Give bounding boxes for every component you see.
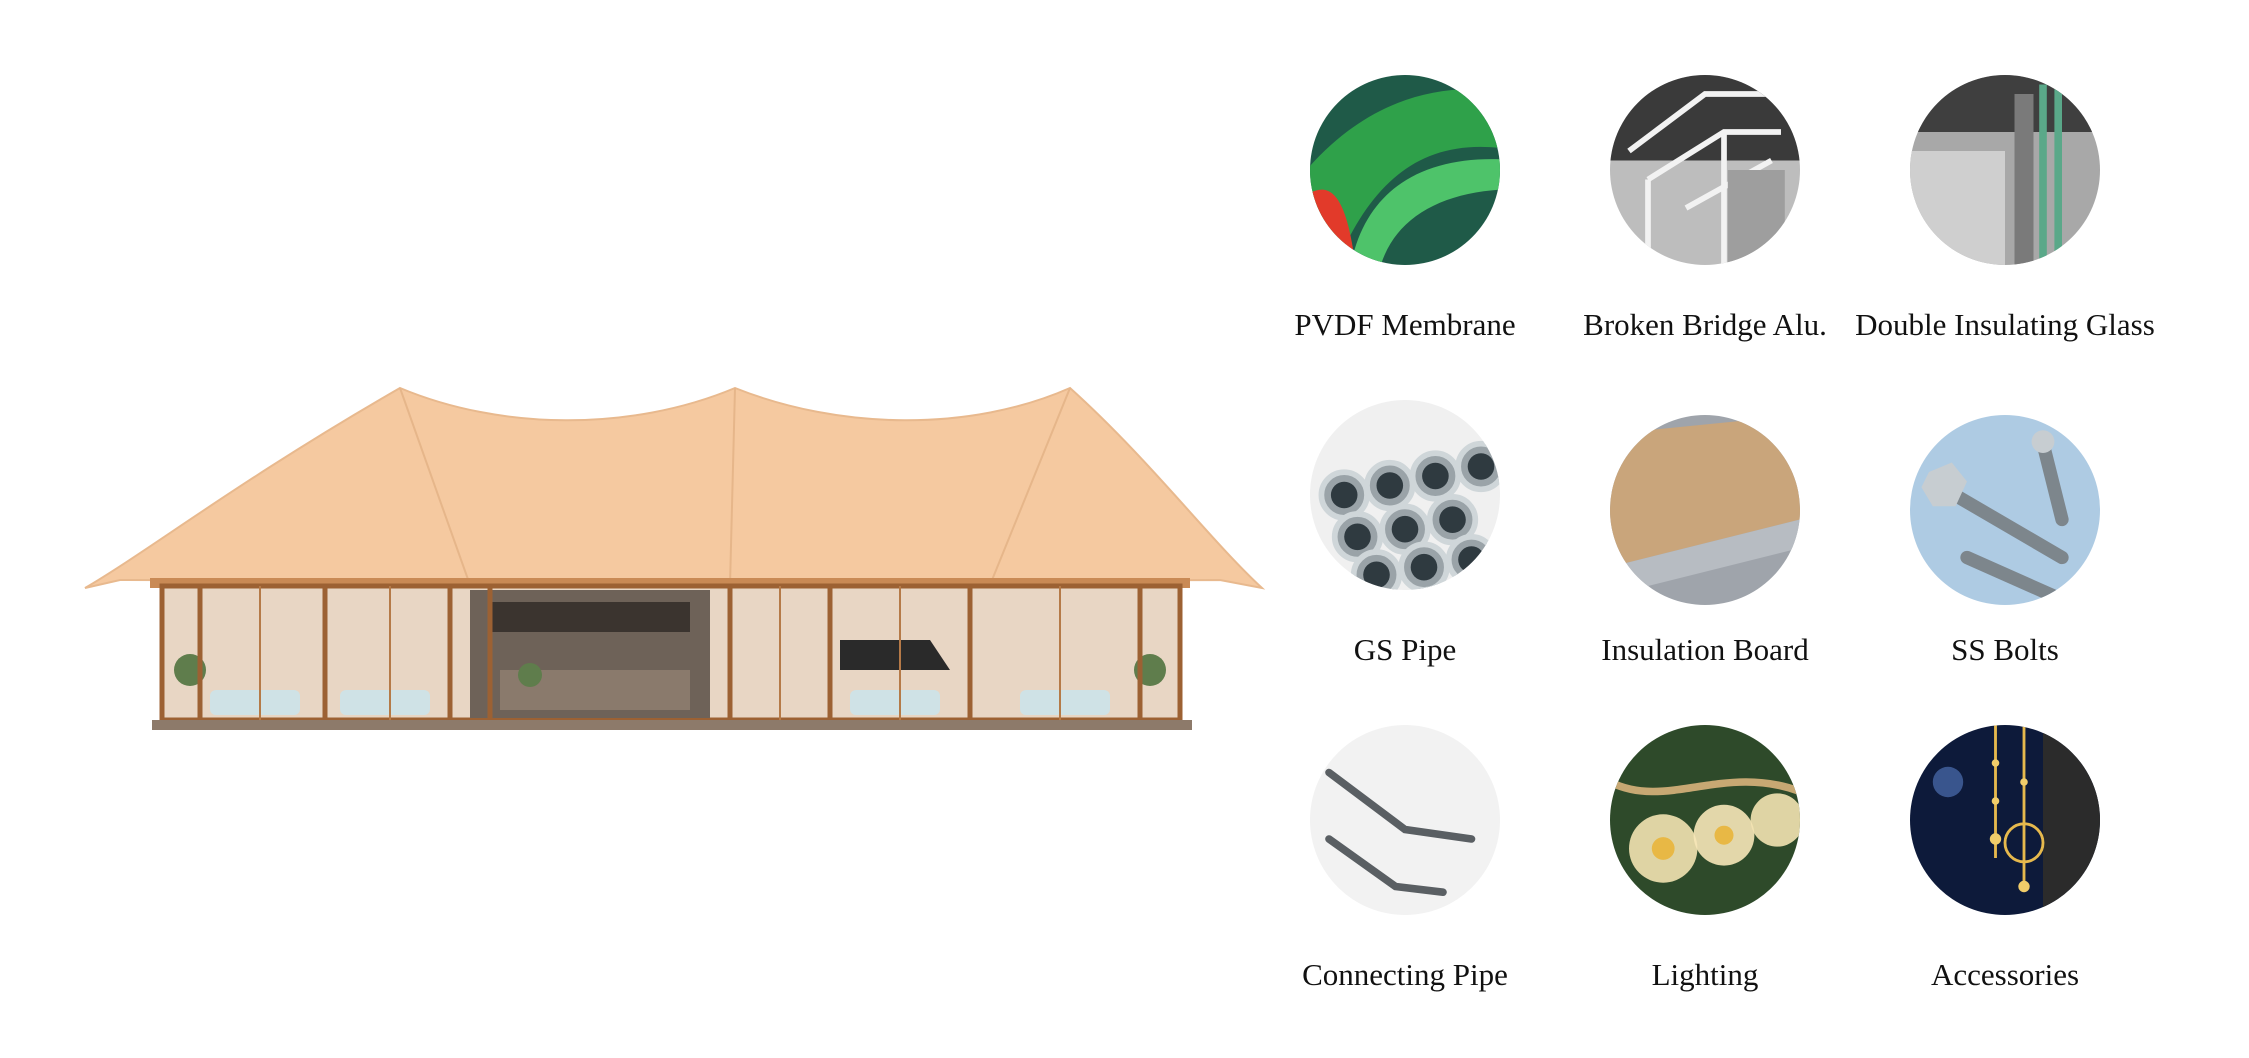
material-label: Connecting Pipe — [1302, 957, 1508, 992]
material-label: GS Pipe — [1353, 632, 1457, 667]
material-label: Insulation Board — [1601, 632, 1809, 667]
material-label: Double Insulating Glass — [1855, 307, 2155, 342]
materials-grid: PVDF Membrane Broken Bridge Alu. — [1240, 75, 2220, 1015]
material-label: Broken Bridge Alu. — [1583, 307, 1827, 342]
light-bulb-icon — [1610, 725, 1800, 915]
insulating-glass-icon — [1910, 75, 2100, 265]
accessories-icon — [1910, 725, 2100, 915]
aluminum-profile-icon — [1610, 75, 1800, 265]
material-label: Accessories — [1930, 957, 2080, 992]
tent-illustration — [84, 386, 1266, 730]
connecting-pipe-icon — [1310, 725, 1500, 915]
material-label: SS Bolts — [1951, 632, 2059, 667]
material-label: PVDF Membrane — [1294, 307, 1516, 342]
steel-pipe-icon — [1310, 400, 1500, 590]
material-label: Lighting — [1651, 957, 1759, 992]
pvdf-membrane-icon — [1310, 75, 1500, 265]
insulation-board-icon — [1610, 415, 1800, 605]
bolt-icon — [1910, 415, 2100, 605]
